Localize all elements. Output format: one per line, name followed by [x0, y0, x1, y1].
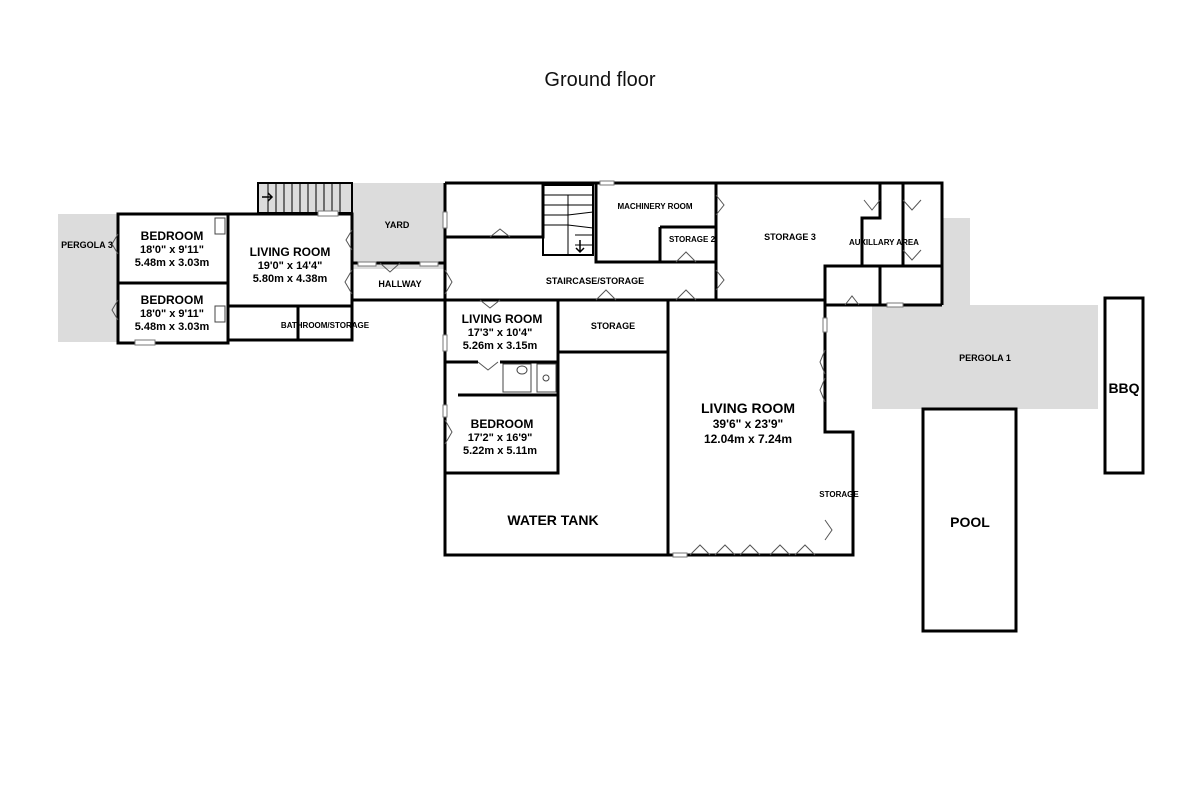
- living-big-dim-imperial: 39'6" x 23'9": [713, 417, 783, 431]
- living-big-dim-metric: 12.04m x 7.24m: [704, 432, 792, 446]
- living-left-dim-metric: 5.80m x 4.38m: [253, 273, 328, 285]
- bbq-label: BBQ: [1108, 380, 1139, 396]
- bathroom-storage-label: BATHROOM/STORAGE: [281, 321, 370, 330]
- water-tank-label: WATER TANK: [507, 512, 598, 528]
- bedroom-1-dim-metric: 5.48m x 3.03m: [135, 257, 210, 269]
- machinery-room-label: MACHINERY ROOM: [617, 202, 692, 211]
- stairs-landing-area: [258, 183, 352, 213]
- bathroom-fixtures: [214, 217, 557, 393]
- bedroom-3-name: BEDROOM: [471, 417, 534, 431]
- living-left-dim-imperial: 19'0" x 14'4": [258, 260, 323, 272]
- living-mid-dim-imperial: 17'3" x 10'4": [468, 327, 533, 339]
- living-mid-dim-metric: 5.26m x 3.15m: [463, 340, 538, 352]
- bedroom-2-dim-imperial: 18'0" x 9'11": [140, 308, 204, 320]
- internal-staircase: [542, 184, 594, 256]
- auxillary-outdoor-strip: [942, 218, 970, 305]
- pergola-1-label: PERGOLA 1: [959, 353, 1011, 363]
- pool-label: POOL: [950, 514, 990, 530]
- doors: [111, 194, 922, 556]
- bbq-outline: [1103, 296, 1145, 475]
- bedroom-2-name: BEDROOM: [141, 293, 204, 307]
- yard-label: YARD: [385, 220, 410, 230]
- pergola-1-area: [872, 305, 1098, 409]
- bedroom-1-name: BEDROOM: [141, 229, 204, 243]
- living-big-name: LIVING ROOM: [701, 400, 795, 416]
- pergola-3-label: PERGOLA 3: [61, 240, 113, 250]
- hallway-label: HALLWAY: [378, 279, 421, 289]
- living-left-name: LIVING ROOM: [250, 245, 331, 259]
- pool-outline: [921, 407, 1018, 633]
- yard-area: [352, 183, 445, 269]
- outdoor-areas: [58, 183, 1098, 409]
- staircase-storage-label: STAIRCASE/STORAGE: [546, 276, 644, 286]
- pergola-3-area: [58, 214, 118, 342]
- bedroom-3-dim-metric: 5.22m x 5.11m: [463, 445, 537, 457]
- bedroom-1-dim-imperial: 18'0" x 9'11": [140, 244, 204, 256]
- storage-mid-label: STORAGE: [591, 321, 635, 331]
- storage-2-label: STORAGE 2: [669, 235, 716, 244]
- auxillary-area-label: AUXILLARY AREA: [849, 238, 919, 247]
- room-labels: PERGOLA 3 BEDROOM 18'0" x 9'11" 5.48m x …: [61, 202, 1140, 530]
- storage-right-label: STORAGE: [819, 490, 859, 499]
- storage-3-label: STORAGE 3: [764, 232, 816, 242]
- bedroom-3-dim-imperial: 17'2" x 16'9": [468, 432, 533, 444]
- plan-title: Ground floor: [544, 69, 656, 91]
- windows: [134, 180, 904, 558]
- bedroom-2-dim-metric: 5.48m x 3.03m: [135, 321, 210, 333]
- living-mid-name: LIVING ROOM: [462, 312, 543, 326]
